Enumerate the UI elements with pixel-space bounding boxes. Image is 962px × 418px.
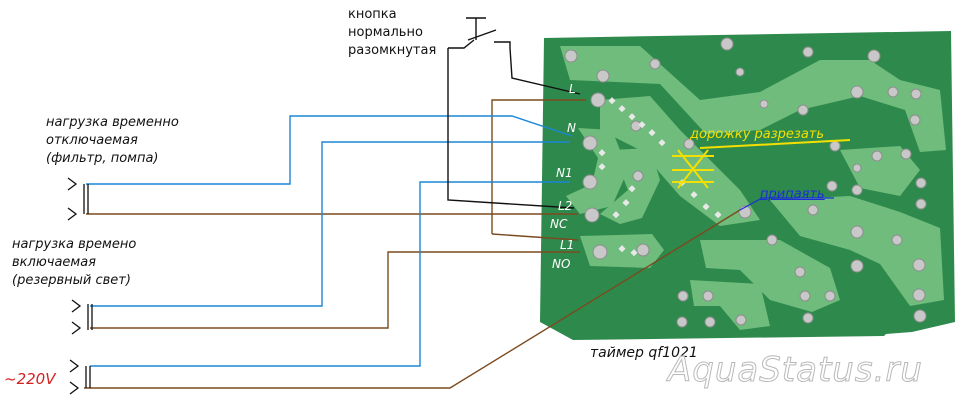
button-label-line-1: кнопка (348, 7, 397, 22)
button-label: кнопка нормально разомкнутая (348, 6, 436, 60)
load-off-line-1: нагрузка временно (46, 115, 179, 130)
pcb-pads (564, 37, 927, 328)
watermark: AquaStatus.ru (668, 350, 923, 391)
connector-mains (69, 359, 91, 395)
load-on-line-3: (резервный свет) (12, 273, 131, 288)
pin-L1: L1 (560, 238, 575, 252)
pin-NC: NC (550, 217, 568, 231)
solder-dots (598, 97, 722, 257)
pin-NO: NO (552, 257, 571, 271)
cut-trace-label: дорожку разрезать (690, 127, 825, 142)
cut-trace-mark (672, 139, 851, 189)
wires-brown (84, 99, 741, 389)
load-on-line-2: включаемая (12, 255, 97, 270)
connector-load-on (71, 299, 93, 335)
button-label-line-3: разомкнутая (348, 43, 437, 58)
timer-label: таймер qf1021 (590, 345, 698, 361)
pin-N: N (567, 121, 576, 135)
wires-blue (86, 115, 573, 367)
pin-N1: N1 (556, 166, 573, 180)
connector-load-off (67, 177, 89, 221)
load-off-label: нагрузка временно отключаемая (фильтр, п… (46, 114, 179, 168)
load-on-label: нагрузка времено включаемая (резервный с… (12, 236, 136, 290)
solder-pointer (739, 197, 834, 211)
solder-label: припаять (760, 187, 825, 202)
pin-L: L (569, 82, 576, 96)
mains-label: ~220V (4, 370, 56, 388)
wires-black (447, 17, 581, 209)
pin-L2: L2 (558, 199, 573, 213)
load-on-line-1: нагрузка времено (12, 237, 137, 252)
button-label-line-2: нормально (348, 25, 423, 40)
load-off-line-2: отключаемая (46, 133, 138, 148)
load-off-line-3: (фильтр, помпа) (46, 151, 159, 166)
